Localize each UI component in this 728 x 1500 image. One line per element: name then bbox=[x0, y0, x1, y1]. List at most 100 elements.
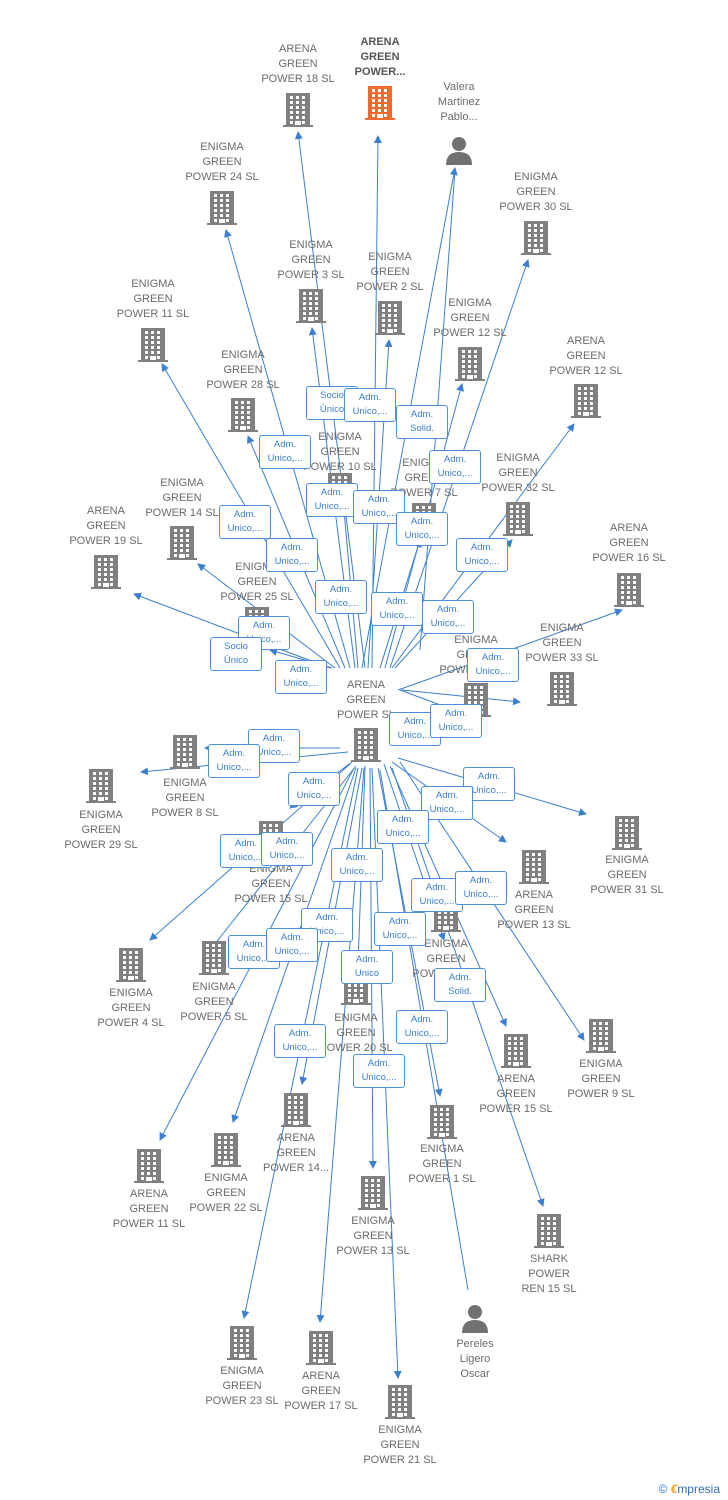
relation-label[interactable]: Adm. Unico,... bbox=[266, 538, 318, 572]
relation-label[interactable]: Adm. Unico,... bbox=[371, 592, 423, 626]
company-icon[interactable] bbox=[306, 1331, 336, 1370]
company-icon[interactable] bbox=[351, 728, 381, 767]
company-icon[interactable] bbox=[170, 735, 200, 774]
empresia-brand[interactable]: © €mpresia bbox=[658, 1482, 720, 1496]
company-icon[interactable] bbox=[283, 93, 313, 132]
node-label-n31[interactable]: ARENA GREEN POWER 15 SL bbox=[456, 1072, 576, 1117]
relation-label[interactable]: Adm. Unico,... bbox=[315, 580, 367, 614]
company-icon[interactable] bbox=[534, 1214, 564, 1253]
relation-label[interactable]: Adm. Unico,... bbox=[306, 483, 358, 517]
node-label-n7[interactable]: ENIGMA GREEN POWER 2 SL bbox=[330, 250, 450, 295]
company-icon[interactable] bbox=[207, 191, 237, 230]
company-icon[interactable] bbox=[503, 502, 533, 541]
node-label-n25[interactable]: ENIGMA GREEN POWER 15 SL bbox=[211, 862, 331, 907]
relation-label[interactable]: Adm. Solid. bbox=[434, 968, 486, 1002]
relation-label[interactable]: Adm. Unico,... bbox=[456, 538, 508, 572]
relation-label[interactable]: Adm. Unico,... bbox=[411, 878, 463, 912]
node-label-n9[interactable]: ENIGMA GREEN POWER 12 SL bbox=[410, 296, 530, 341]
relation-label[interactable]: Adm. Unico,... bbox=[467, 648, 519, 682]
node-label-n38[interactable]: SHARK POWER REN 15 SL bbox=[489, 1252, 609, 1297]
company-icon[interactable] bbox=[199, 941, 229, 980]
node-label-n11[interactable]: ENIGMA GREEN POWER 28 SL bbox=[183, 348, 303, 393]
relation-label[interactable]: Adm. Unico,... bbox=[421, 786, 473, 820]
company-icon[interactable] bbox=[519, 850, 549, 889]
node-label-n12[interactable]: ENIGMA GREEN POWER 10 SL bbox=[280, 430, 400, 475]
company-icon[interactable] bbox=[134, 1149, 164, 1188]
node-label-n28[interactable]: ENIGMA GREEN POWER 4 SL bbox=[71, 986, 191, 1031]
node-label-n34[interactable]: ENIGMA GREEN POWER 1 SL bbox=[382, 1142, 502, 1187]
node-label-n35[interactable]: ARENA GREEN POWER 11 SL bbox=[89, 1187, 209, 1232]
node-label-n42[interactable]: ENIGMA GREEN POWER 21 SL bbox=[340, 1423, 460, 1468]
relation-label[interactable]: Adm. Unico,... bbox=[429, 450, 481, 484]
relation-label[interactable]: Adm. Unico,... bbox=[344, 388, 396, 422]
node-label-n3[interactable]: Valera Martinez Pablo... bbox=[399, 80, 519, 125]
node-label-n2[interactable]: ARENA GREEN POWER... bbox=[320, 35, 440, 80]
node-label-n37[interactable]: ENIGMA GREEN POWER 13 SL bbox=[313, 1214, 433, 1259]
relation-label[interactable]: Adm. Unico bbox=[341, 950, 393, 984]
node-label-n19[interactable]: ENIGMA GREEN POWER 33 SL bbox=[502, 621, 622, 666]
company-icon[interactable] bbox=[521, 221, 551, 260]
relation-label[interactable]: Adm. Unico,... bbox=[259, 435, 311, 469]
node-label-n5[interactable]: ENIGMA GREEN POWER 30 SL bbox=[476, 170, 596, 215]
node-label-n24[interactable]: ENIGMA GREEN POWER 31 SL bbox=[567, 853, 687, 898]
node-label-n33[interactable]: ARENA GREEN POWER 14... bbox=[236, 1131, 356, 1176]
node-label-n15[interactable]: ENIGMA GREEN POWER 14 SL bbox=[122, 476, 242, 521]
node-label-n36[interactable]: ENIGMA GREEN POWER 22 SL bbox=[166, 1171, 286, 1216]
node-label-n6[interactable]: ENIGMA GREEN POWER 3 SL bbox=[251, 238, 371, 283]
node-label-n30[interactable]: ENIGMA GREEN POWER 20 SL bbox=[296, 1011, 416, 1056]
relation-label[interactable]: Adm. Unico,... bbox=[275, 660, 327, 694]
company-icon[interactable] bbox=[116, 948, 146, 987]
relation-label[interactable]: Adm. Unico,... bbox=[208, 744, 260, 778]
relation-label[interactable]: Adm. Solid. bbox=[396, 405, 448, 439]
node-label-n14[interactable]: ENIGMA GREEN POWER 32 SL bbox=[458, 451, 578, 496]
company-icon[interactable] bbox=[571, 384, 601, 423]
node-label-n10[interactable]: ARENA GREEN POWER 12 SL bbox=[526, 334, 646, 379]
relation-label[interactable]: Adm. Unico,... bbox=[396, 1010, 448, 1044]
node-label-n22[interactable]: ENIGMA GREEN POWER 8 SL bbox=[125, 776, 245, 821]
company-icon[interactable] bbox=[138, 328, 168, 367]
relation-label[interactable]: Adm. Unico,... bbox=[422, 600, 474, 634]
node-label-n4[interactable]: ENIGMA GREEN POWER 24 SL bbox=[162, 140, 282, 185]
company-icon[interactable] bbox=[91, 555, 121, 594]
node-label-n26[interactable]: ARENA GREEN POWER 13 SL bbox=[474, 888, 594, 933]
company-icon[interactable] bbox=[375, 301, 405, 340]
relation-label[interactable]: Adm. Unico,... bbox=[288, 772, 340, 806]
node-label-n23[interactable]: ENIGMA GREEN POWER 29 SL bbox=[41, 808, 161, 853]
node-label-n16[interactable]: ARENA GREEN POWER 19 SL bbox=[46, 504, 166, 549]
company-icon[interactable] bbox=[211, 1133, 241, 1172]
relation-label[interactable]: Adm. Unico,... bbox=[374, 912, 426, 946]
company-icon[interactable] bbox=[427, 1105, 457, 1144]
company-icon[interactable] bbox=[455, 347, 485, 386]
relation-label[interactable]: Adm. Unico,... bbox=[266, 928, 318, 962]
node-label-n17[interactable]: ARENA GREEN POWER 16 SL bbox=[569, 521, 689, 566]
node-label-n41[interactable]: Pereles Ligero Oscar bbox=[415, 1337, 535, 1382]
relation-label[interactable]: Adm. Unico,... bbox=[331, 848, 383, 882]
relation-label[interactable]: Adm. Unico,... bbox=[463, 767, 515, 801]
company-icon[interactable] bbox=[385, 1385, 415, 1424]
node-label-n29[interactable]: ENIGMA GREEN POWER 5 SL bbox=[154, 980, 274, 1025]
relation-label[interactable]: Adm. Unico,... bbox=[238, 616, 290, 650]
node-label-n8[interactable]: ENIGMA GREEN POWER 11 SL bbox=[93, 277, 213, 322]
company-icon[interactable] bbox=[586, 1019, 616, 1058]
company-icon[interactable] bbox=[501, 1034, 531, 1073]
node-label-n21[interactable]: ARENA GREEN POWER SL bbox=[306, 678, 426, 723]
relation-label[interactable]: Adm. Unico,... bbox=[353, 490, 405, 524]
node-label-n39[interactable]: ENIGMA GREEN POWER 23 SL bbox=[182, 1364, 302, 1409]
relation-label[interactable]: Adm. Unico,... bbox=[455, 871, 507, 905]
company-icon[interactable] bbox=[358, 1176, 388, 1215]
node-label-n40[interactable]: ARENA GREEN POWER 17 SL bbox=[261, 1369, 381, 1414]
relation-label[interactable]: Adm. Unico,... bbox=[219, 505, 271, 539]
company-icon[interactable] bbox=[281, 1093, 311, 1132]
company-icon[interactable] bbox=[612, 816, 642, 855]
focus-company-icon[interactable] bbox=[365, 86, 395, 125]
relation-label[interactable]: Adm. Unico,... bbox=[353, 1054, 405, 1088]
company-icon[interactable] bbox=[296, 289, 326, 328]
relation-label[interactable]: Adm. Unico,... bbox=[430, 704, 482, 738]
relation-label[interactable]: Adm. Unico,... bbox=[377, 810, 429, 844]
person-icon[interactable] bbox=[460, 1303, 490, 1338]
company-icon[interactable] bbox=[228, 398, 258, 437]
person-icon[interactable] bbox=[444, 135, 474, 170]
company-icon[interactable] bbox=[547, 672, 577, 711]
company-icon[interactable] bbox=[86, 769, 116, 808]
relation-label[interactable]: Adm. Unico,... bbox=[396, 512, 448, 546]
